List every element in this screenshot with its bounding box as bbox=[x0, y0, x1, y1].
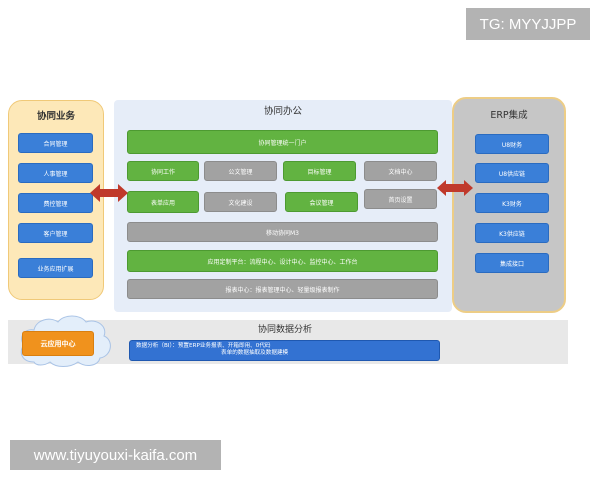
mobile-m3-bar[interactable]: 移动协同M3 bbox=[127, 222, 438, 242]
tg-watermark: TG: MYYJJPP bbox=[466, 8, 590, 40]
bi-description-box[interactable]: 数据分析（BI）：预置ERP业务报表、开箱即用、0代码 表单的数据抽取及数据建模 bbox=[129, 340, 440, 361]
module-goal-mgmt[interactable]: 目标管理 bbox=[283, 161, 356, 181]
module-form-app[interactable]: 表单应用 bbox=[127, 191, 199, 213]
module-meeting-mgmt[interactable]: 会议管理 bbox=[285, 192, 358, 212]
data-analysis-title: 协同数据分析 bbox=[258, 325, 313, 335]
collab-office-title: 协同办公 bbox=[263, 106, 302, 117]
module-document-mgmt[interactable]: 公文管理 bbox=[204, 161, 277, 181]
right-item-u8-supply[interactable]: U8供应链 bbox=[475, 163, 549, 183]
unified-portal-button[interactable]: 协同管理统一门户 bbox=[127, 130, 438, 154]
right-item-u8-finance[interactable]: U8财务 bbox=[475, 134, 549, 154]
module-culture[interactable]: 文化建设 bbox=[204, 192, 277, 212]
erp-integration-title: ERP集成 bbox=[490, 110, 528, 121]
left-item-contract[interactable]: 合同管理 bbox=[18, 133, 93, 153]
left-item-extension[interactable]: 业务应用扩展 bbox=[18, 258, 93, 278]
right-item-integration-api[interactable]: 集成接口 bbox=[475, 253, 549, 273]
module-doc-center[interactable]: 文档中心 bbox=[364, 161, 437, 181]
right-item-k3-finance[interactable]: K3财务 bbox=[475, 193, 549, 213]
left-item-customer[interactable]: 客户管理 bbox=[18, 223, 93, 243]
cloud-app-center-button[interactable]: 云应用中心 bbox=[22, 331, 94, 356]
bi-line-1: 数据分析（BI）：预置ERP业务报表、开箱即用、0代码 bbox=[136, 343, 271, 349]
left-item-expense[interactable]: 费控管理 bbox=[18, 193, 93, 213]
module-home-settings[interactable]: 首页设置 bbox=[364, 189, 437, 209]
report-center-bar[interactable]: 报表中心：报表管理中心、轻量级报表制作 bbox=[127, 279, 438, 299]
app-platform-bar[interactable]: 应用定制平台：流程中心、设计中心、监控中心、工作台 bbox=[127, 250, 438, 272]
right-item-k3-supply[interactable]: K3供应链 bbox=[475, 223, 549, 243]
url-watermark: www.tiyuyouxi-kaifa.com bbox=[10, 440, 221, 470]
left-item-hr[interactable]: 人事管理 bbox=[18, 163, 93, 183]
collab-business-title: 协同业务 bbox=[36, 111, 75, 122]
left-double-arrow-icon bbox=[90, 184, 128, 202]
right-double-arrow-icon bbox=[437, 180, 473, 196]
module-collab-work[interactable]: 协同工作 bbox=[127, 161, 199, 181]
bi-line-2: 表单的数据抽取及数据建模 bbox=[221, 349, 289, 356]
